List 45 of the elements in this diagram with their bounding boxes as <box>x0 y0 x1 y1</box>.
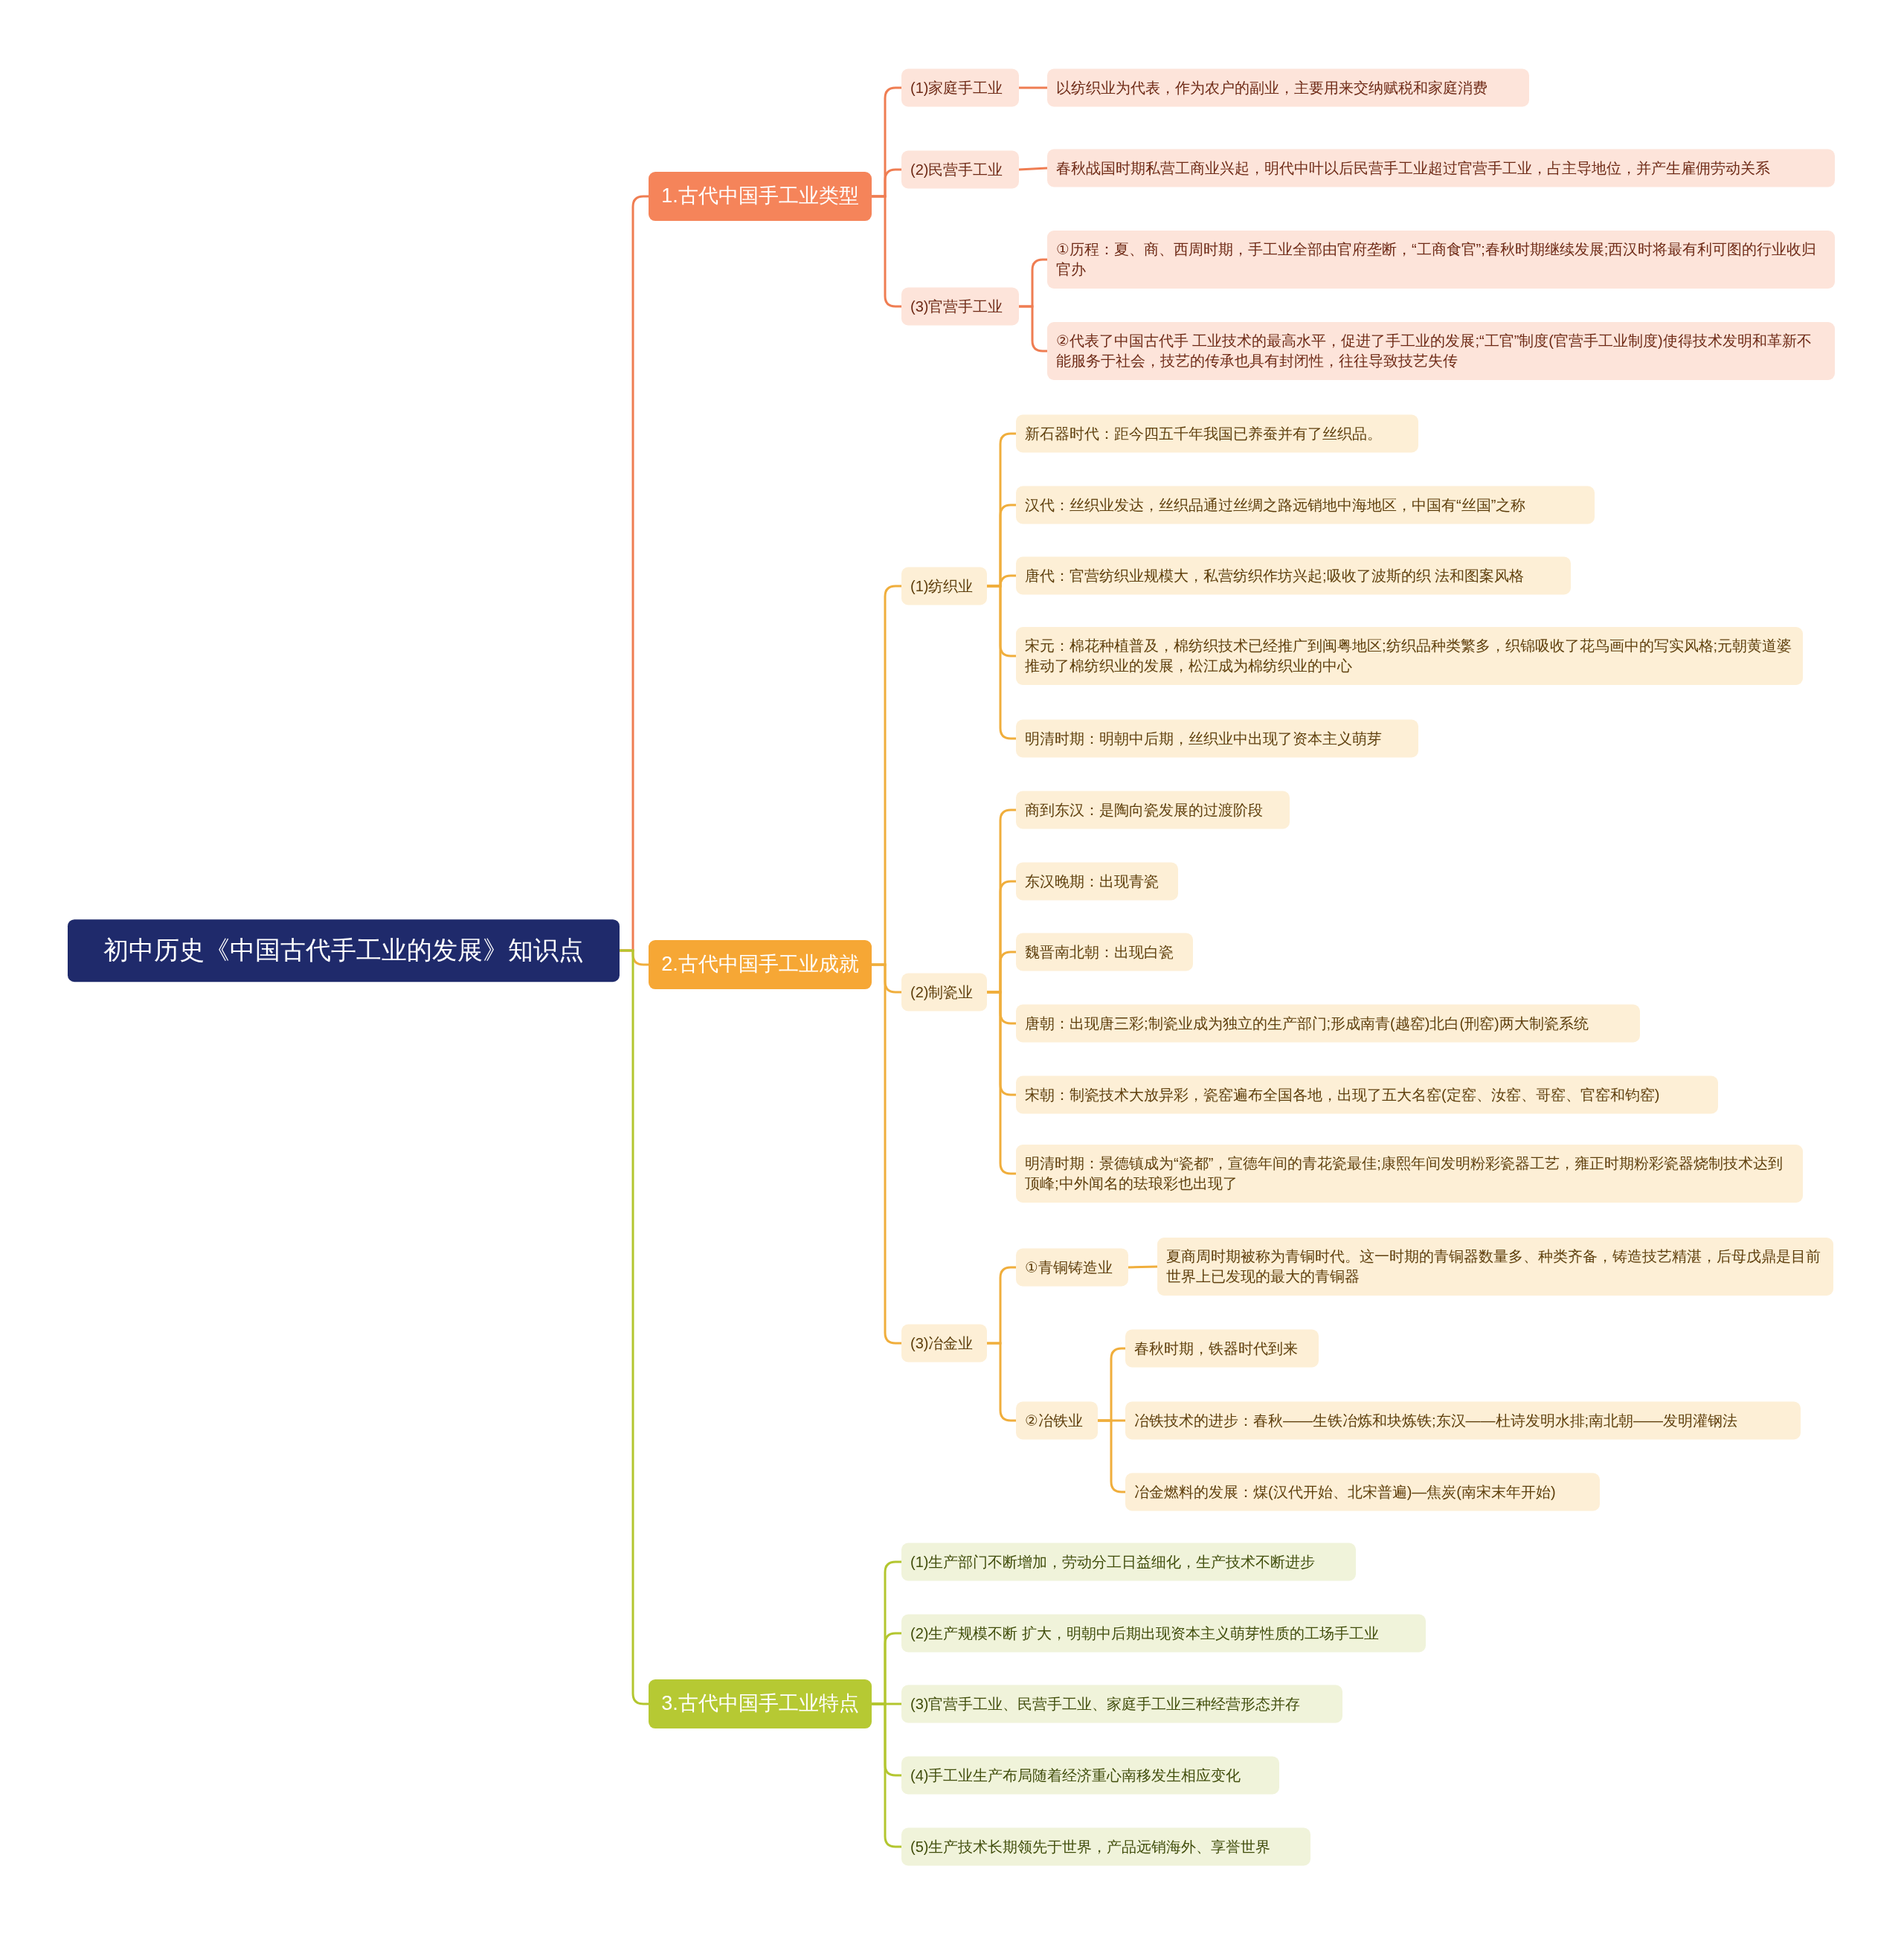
note-box: 商到东汉：是陶向瓷发展的过渡阶段 <box>1016 791 1290 829</box>
note-box: 唐朝：出现唐三彩;制瓷业成为独立的生产部门;形成南青(越窑)北白(刑窑)两大制瓷系统 <box>1016 1004 1640 1043</box>
subtopic-box: (2)民营手工业 <box>901 150 1019 189</box>
note-box: 明清时期：明朝中后期，丝织业中出现了资本主义萌芽 <box>1016 719 1418 758</box>
note-box: 以纺织业为代表，作为农户的副业，主要用来交纳赋税和家庭消费 <box>1047 68 1529 107</box>
branch-topic-box: 3.古代中国手工业特点 <box>649 1679 872 1728</box>
subtopic-box: (2)制瓷业 <box>901 973 987 1011</box>
connector-line <box>987 585 1016 740</box>
note-box: 春秋时期，铁器时代到来 <box>1125 1329 1319 1368</box>
connector-line <box>872 195 901 308</box>
note-box: 明清时期：景德镇成为“瓷都”，宣德年间的青花瓷最佳;康熙年间发明粉彩瓷器工艺，雍正时期粉彩瓷器烧制技术达到顶峰;中外闻名的珐琅彩也出现了 <box>1016 1145 1803 1203</box>
note-box: 宋朝：制瓷技术大放异彩，瓷窑遍布全国各地，出现了五大名窑(定窑、汝窑、哥窑、官窑和钧窑) <box>1016 1075 1718 1114</box>
note-box: (1)生产部门不断增加，劳动分工日益细化，生产技术不断进步 <box>901 1543 1356 1581</box>
connector-line <box>987 991 1016 1175</box>
connector-line <box>1128 1265 1158 1269</box>
connector-line <box>1018 167 1048 171</box>
note-box: ②冶铁业 <box>1016 1401 1098 1440</box>
note-box: 唐代：官营纺织业规模大，私营纺织作坊兴起;吸收了波斯的织 法和图案风格 <box>1016 556 1571 595</box>
note-box: 东汉晚期：出现青瓷 <box>1016 862 1178 901</box>
connector-line <box>872 963 901 1345</box>
connector-line <box>872 1702 901 1848</box>
note-box: 夏商周时期被称为青铜时代。这一时期的青铜器数量多、种类齐备，铸造技艺精湛，后母戊鼎是目前世界上已发现的最大的青铜器 <box>1157 1238 1833 1296</box>
note-box: 冶铁技术的进步：春秋——生铁冶炼和块炼铁;东汉——杜诗发明水排;南北朝——发明灌钢法 <box>1125 1401 1801 1440</box>
note-box: 宋元：棉花种植普及，棉纺织技术已经推广到闽粤地区;纺织品种类繁多，织锦吸收了花鸟画中的写实风格;元朝黄道婆推动了棉纺织业的发展，松江成为棉纺织业的中心 <box>1016 627 1803 685</box>
note-box: (4)手工业生产布局随着经济重心南移发生相应变化 <box>901 1756 1279 1795</box>
note-box: ②代表了中国古代手 工业技术的最高水平，促进了手工业的发展;“工官”制度(官营手工业制度)使得技术发明和革新不能服务于社会，技艺的传承也具有封闭性，往往导致技艺失传 <box>1047 322 1835 380</box>
note-box: 魏晋南北朝：出现白瓷 <box>1016 933 1193 971</box>
connector-line <box>1019 86 1047 89</box>
note-box: 冶金燃料的发展：煤(汉代开始、北宋普遍)—焦炭(南宋末年开始) <box>1125 1473 1600 1511</box>
subtopic-box: (1)家庭手工业 <box>901 68 1019 107</box>
subtopic-box: (1)纺织业 <box>901 567 987 605</box>
branch-topic-box: 1.古代中国手工业类型 <box>649 172 872 221</box>
note-box: 春秋战国时期私营工商业兴起，明代中叶以后民营手工业超过官营手工业，占主导地位，并产生雇佣劳动关系 <box>1047 149 1835 187</box>
note-box: ①历程：夏、商、西周时期，手工业全部由官府垄断，“工商食官”;春秋时期继续发展;西汉时将最有利可图的行业收归官办 <box>1047 231 1835 289</box>
note-box: ①青铜铸造业 <box>1016 1248 1128 1287</box>
connector-line <box>987 1342 1016 1422</box>
root-topic-box: 初中历史《中国古代手工业的发展》知识点 <box>68 919 620 982</box>
note-box: (2)生产规模不断 扩大，明朝中后期出现资本主义萌芽性质的工场手工业 <box>901 1614 1426 1653</box>
branch-topic-box: 2.古代中国手工业成就 <box>649 940 872 989</box>
note-box: 新石器时代：距今四五千年我国已养蚕并有了丝织品。 <box>1016 414 1418 453</box>
subtopic-box: (3)官营手工业 <box>901 287 1019 326</box>
subtopic-box: (3)冶金业 <box>901 1324 987 1363</box>
note-box: (3)官营手工业、民营手工业、家庭手工业三种经营形态并存 <box>901 1685 1342 1723</box>
note-box: (5)生产技术长期领先于世界，产品远销海外、享誉世界 <box>901 1827 1310 1866</box>
note-box: 汉代：丝织业发达，丝织品通过丝绸之路远销地中海地区，中国有“丝国”之称 <box>1016 486 1595 524</box>
